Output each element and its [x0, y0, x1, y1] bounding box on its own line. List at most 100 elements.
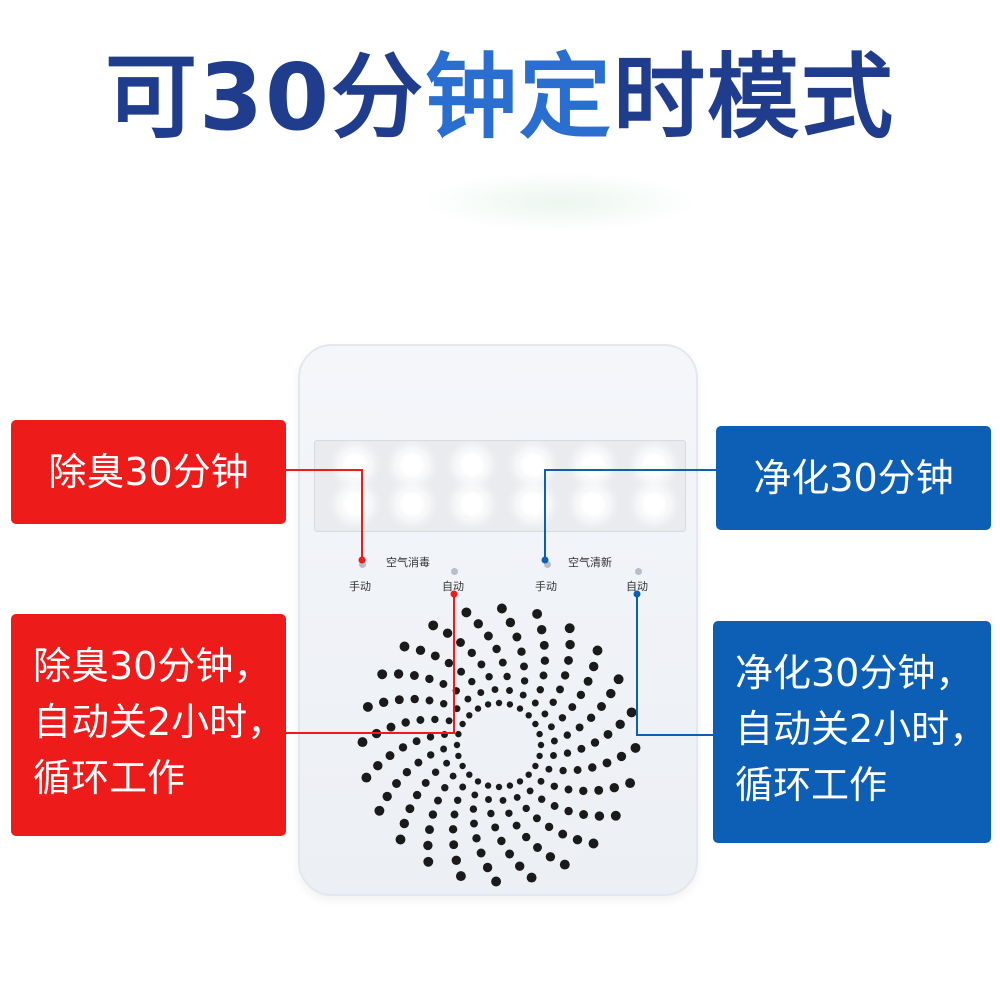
auto-indicator-2 — [635, 568, 642, 575]
speaker-hole — [373, 761, 383, 771]
speaker-hole — [423, 840, 433, 851]
callout-line-top-right — [544, 469, 716, 560]
speaker-hole — [549, 698, 557, 706]
speaker-hole — [541, 710, 549, 718]
led-panel — [314, 440, 686, 532]
speaker-hole — [563, 731, 571, 739]
speaker-hole — [487, 809, 495, 818]
led-light — [639, 450, 669, 480]
speaker-hole — [522, 804, 530, 813]
speaker-hole — [550, 737, 558, 745]
speaker-hole — [476, 848, 486, 858]
speaker-hole — [455, 752, 462, 760]
title-part-3: 时模式 — [613, 44, 896, 151]
speaker-hole — [537, 777, 545, 785]
speaker-hole — [402, 768, 412, 777]
speaker-hole — [533, 843, 542, 852]
led-light — [340, 450, 370, 480]
speaker-hole — [588, 838, 599, 849]
auto-button-1-label: 自动 — [442, 580, 464, 593]
speaker-hole — [572, 835, 583, 845]
speaker-hole — [568, 703, 577, 712]
manual-button-1-label: 手动 — [349, 580, 371, 593]
speaker-hole — [506, 701, 514, 708]
speaker-hole — [492, 644, 501, 654]
speaker-hole — [630, 742, 641, 753]
speaker-hole — [423, 856, 434, 867]
callout-bottom-left-line-3: 循环工作 — [33, 756, 186, 800]
speaker-hole — [512, 632, 522, 642]
speaker-hole — [513, 793, 521, 801]
speaker-hole — [537, 741, 545, 749]
title-part-1: 可30分 — [104, 44, 425, 151]
air-disinfect-label: 空气消毒 — [386, 556, 430, 569]
speaker-hole — [386, 722, 396, 732]
speaker-hole — [495, 699, 503, 707]
speaker-hole — [421, 778, 430, 787]
speaker-hole — [426, 733, 435, 741]
speaker-hole — [395, 834, 406, 845]
callout-top-right-text: 净化30分钟 — [753, 456, 954, 500]
speaker-hole — [519, 691, 527, 699]
speaker-hole — [573, 766, 582, 774]
speaker-hole — [590, 738, 600, 747]
speaker-hole — [449, 772, 457, 780]
callout-line-top-left — [286, 469, 363, 560]
speaker-hole — [482, 862, 493, 873]
speaker-hole — [434, 796, 442, 805]
speaker-hole — [450, 810, 459, 819]
speaker-hole — [547, 723, 555, 731]
speaker-hole — [484, 782, 492, 789]
led-light — [457, 489, 487, 519]
speaker-hole — [550, 782, 558, 790]
speaker-hole — [439, 680, 448, 688]
callout-line-bottom-left — [286, 594, 455, 734]
speaker-hole — [385, 751, 395, 761]
speaker-hole — [474, 778, 482, 785]
speaker-hole — [444, 658, 454, 668]
speaker-hole — [473, 619, 483, 629]
speaker-hole — [498, 658, 507, 667]
speaker-hole — [592, 645, 603, 656]
speaker-grille — [357, 603, 641, 887]
speaker-hole — [559, 766, 567, 775]
speaker-hole — [564, 623, 575, 634]
led-light — [518, 450, 548, 480]
speaker-hole — [453, 705, 461, 713]
callout-dot-bottom-left — [450, 590, 458, 598]
speaker-hole — [471, 791, 479, 799]
speaker-hole — [464, 695, 472, 703]
speaker-hole — [536, 730, 543, 738]
auto-button-2-label: 自动 — [626, 580, 648, 593]
speaker-hole — [425, 696, 434, 705]
speaker-hole — [440, 700, 448, 708]
callout-bottom-left-line-2: 自动关2小时， — [33, 700, 286, 744]
speaker-hole — [425, 674, 434, 684]
speaker-hole — [531, 699, 539, 707]
speaker-hole — [441, 784, 449, 792]
speaker-hole — [374, 805, 385, 816]
speaker-hole — [440, 745, 448, 753]
speaker-hole — [532, 762, 539, 770]
speaker-hole — [603, 729, 613, 739]
callout-dot-bottom-right — [633, 590, 641, 598]
speaker-hole — [456, 638, 465, 647]
speaker-hole — [495, 783, 503, 791]
speaker-hole — [526, 872, 537, 883]
speaker-hole — [485, 796, 492, 803]
speaker-hole — [505, 849, 515, 859]
speaker-hole — [410, 694, 419, 704]
speaker-hole — [392, 779, 401, 788]
speaker-hole — [532, 814, 541, 823]
speaker-hole — [405, 804, 415, 814]
callout-top-left-text: 除臭30分钟 — [48, 450, 249, 494]
speaker-hole — [538, 795, 546, 803]
speaker-hole — [536, 752, 543, 760]
speaker-hole — [564, 655, 573, 665]
speaker-hole — [377, 669, 388, 680]
speaker-hole — [454, 796, 462, 804]
speaker-hole — [594, 785, 604, 795]
speaker-hole — [564, 806, 573, 816]
speaker-hole — [558, 829, 568, 839]
led-light — [578, 489, 608, 519]
